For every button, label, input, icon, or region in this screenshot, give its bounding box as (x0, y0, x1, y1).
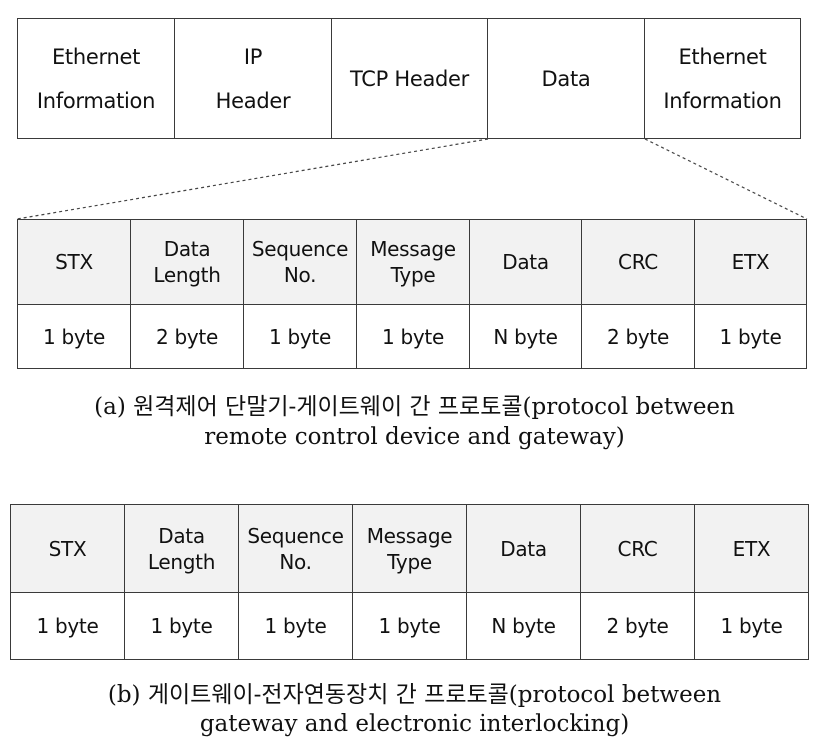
expansion-line-right (644, 138, 808, 220)
expansion-line-left (16, 138, 489, 220)
table-a-header-data: Data (469, 219, 582, 305)
table-b-header-crc: CRC (580, 504, 695, 593)
caption-b-line1: (b) 게이트웨이-전자연동장치 간 프로토콜(protocol between (107, 682, 722, 708)
table-a-size-etx: 1 byte (694, 304, 807, 369)
table-b-size-message-type: 1 byte (352, 592, 467, 660)
table-a-size-data: N byte (469, 304, 582, 369)
table-b-size-stx: 1 byte (10, 592, 125, 660)
table-b-size-sequence-no: 1 byte (238, 592, 353, 660)
table-a-size-sequence-no: 1 byte (243, 304, 357, 369)
table-a-header-etx: ETX (694, 219, 807, 305)
table-a-size-data-length: 2 byte (130, 304, 244, 369)
table-a-size-message-type: 1 byte (356, 304, 470, 369)
table-a-header-stx: STX (17, 219, 131, 305)
table-b-header-etx: ETX (694, 504, 809, 593)
table-b-size-data-length: 1 byte (124, 592, 239, 660)
caption-a-line1: (a) 원격제어 단말기-게이트웨이 간 프로토콜(protocol betwe… (94, 394, 735, 420)
caption-b-line2: gateway and electronic interlocking) (199, 711, 630, 737)
table-b-header-data: Data (466, 504, 581, 593)
table-b-header-stx: STX (10, 504, 125, 593)
table-a-size-crc: 2 byte (581, 304, 695, 369)
caption-a-line2: remote control device and gateway) (204, 424, 625, 450)
table-b-size-etx: 1 byte (694, 592, 809, 660)
table-a-header-crc: CRC (581, 219, 695, 305)
table-b-size-data: N byte (466, 592, 581, 660)
table-b-size-crc: 2 byte (580, 592, 695, 660)
table-a-size-stx: 1 byte (17, 304, 131, 369)
